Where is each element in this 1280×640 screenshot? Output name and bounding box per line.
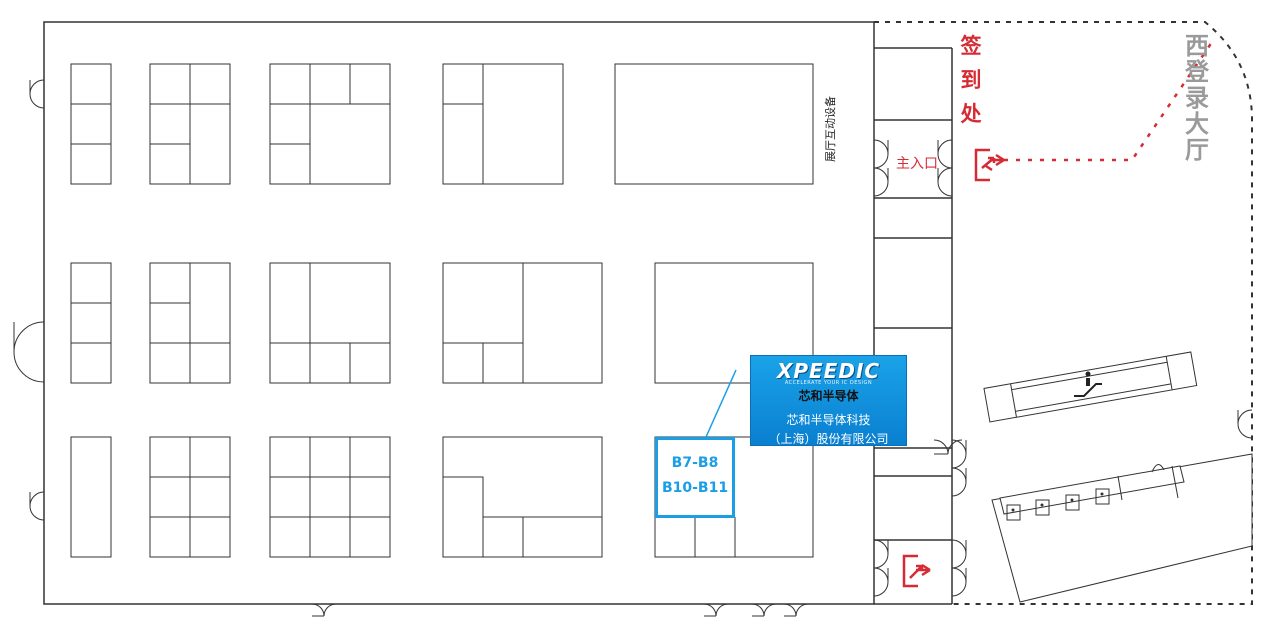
checkin-char-2: 到 <box>960 68 982 92</box>
booth-number-card[interactable]: B7-B8 B10-B11 <box>655 437 735 518</box>
main-entrance-label: 主入口 <box>896 156 938 172</box>
escalator-icon <box>1074 371 1102 397</box>
booth-row-2 <box>70 262 814 384</box>
doors <box>13 79 1253 617</box>
exhibitor-brand: 芯和半导体 <box>798 389 859 403</box>
exhibitor-name-line-2: （上海）股份有限公司 <box>768 432 889 446</box>
exit-arrows-icon-lower <box>902 554 931 588</box>
lobby-char-3: 录 <box>1185 83 1209 112</box>
exhibitor-name-line-1: 芯和半导体科技 <box>786 413 871 427</box>
checkin-char-3: 处 <box>960 102 982 126</box>
lobby-boundary <box>874 21 1253 605</box>
lobby-char-5: 厅 <box>1185 135 1209 164</box>
exhibitor-card[interactable]: XPEEDIC ACCELERATE YOUR IC DESIGN 芯和半导体 … <box>750 355 907 446</box>
elevator-bank <box>991 453 1253 603</box>
escalator <box>983 351 1198 423</box>
booth-row-1 <box>70 63 814 185</box>
lobby-label: 西 登 录 大 厅 <box>1181 32 1213 164</box>
exhibitor-logo: XPEEDIC <box>776 359 881 383</box>
checkin-label: 签 到 处 <box>956 36 986 138</box>
booth-line-1: B7-B8 <box>671 455 719 471</box>
exhibitor-tagline: ACCELERATE YOUR IC DESIGN <box>784 380 873 386</box>
lobby-char-4: 大 <box>1185 109 1209 138</box>
interactive-equipment-label: 展厅互动设备 <box>824 96 837 162</box>
booth-line-2: B10-B11 <box>661 480 729 496</box>
corridor-wall <box>874 47 953 605</box>
elevator-icon <box>1006 488 1110 521</box>
checkin-char-1: 签 <box>960 34 982 58</box>
booth-leader-line <box>705 369 737 438</box>
exit-arrows-icon <box>974 148 1005 182</box>
lobby-char-2: 登 <box>1185 57 1209 86</box>
lobby-char-1: 西 <box>1185 32 1209 60</box>
